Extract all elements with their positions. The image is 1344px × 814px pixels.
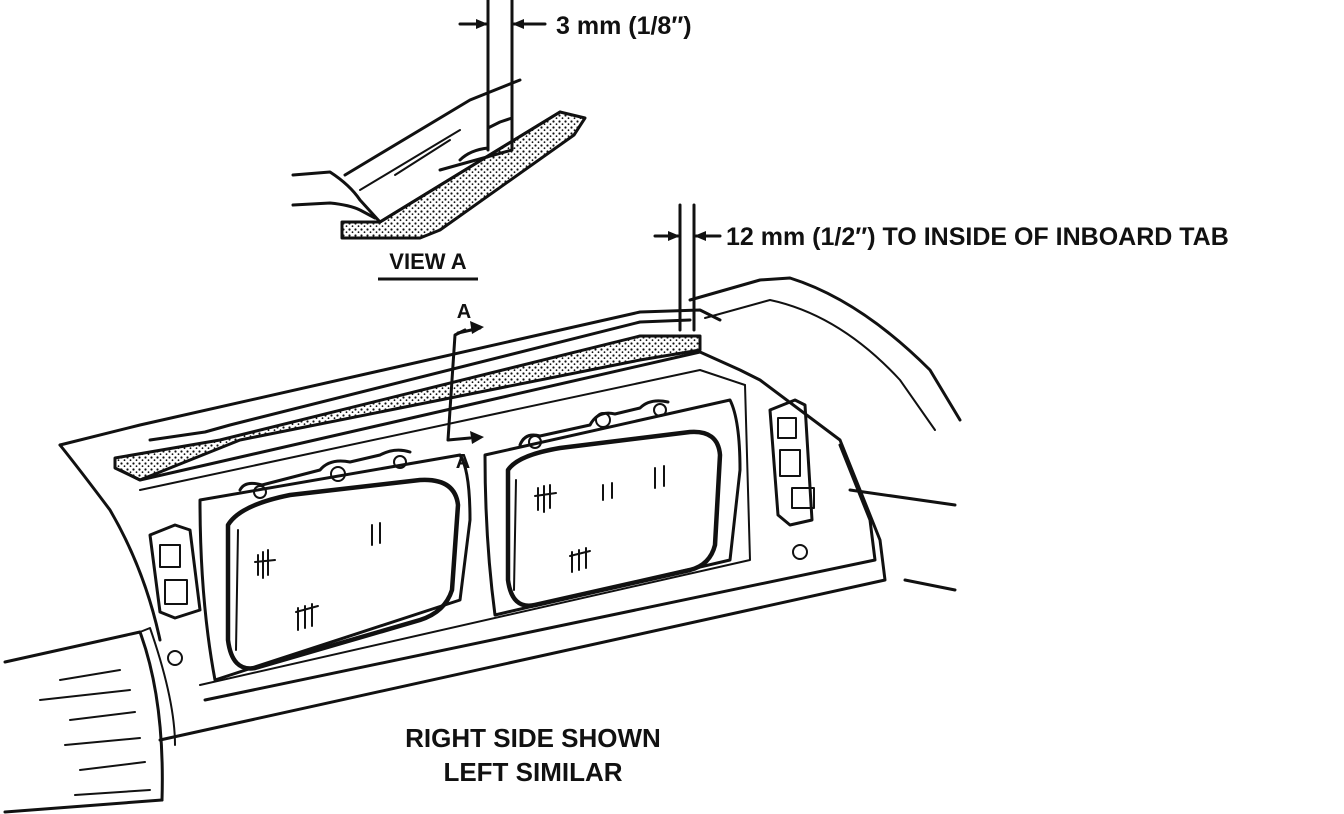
inboard-tab-detail bbox=[458, 116, 514, 162]
right-lens-reflection bbox=[513, 479, 517, 591]
left-connector-pin-2 bbox=[164, 579, 188, 605]
dim-label-small: 3 mm (1/8″) bbox=[556, 12, 692, 40]
dim-arrowhead-12mm-left bbox=[668, 231, 680, 241]
right-lamp-mount-tabs bbox=[518, 399, 670, 447]
tab-outline bbox=[438, 116, 514, 172]
right-tab-hole-1 bbox=[528, 435, 542, 449]
right-connector-pin-1 bbox=[777, 417, 797, 439]
left-adjuster-screw bbox=[330, 466, 346, 482]
section-arrowhead-bottom bbox=[470, 431, 484, 444]
right-connector-pin-2 bbox=[779, 449, 801, 477]
panel-shade-1 bbox=[359, 129, 461, 191]
left-connector-pin-1 bbox=[159, 544, 181, 568]
left-mount-bolt bbox=[167, 650, 183, 666]
headlamp-assembly: A A bbox=[3, 276, 962, 814]
right-mount-bolt bbox=[792, 544, 808, 560]
fender-lower-line bbox=[903, 578, 957, 592]
bumper-edge bbox=[139, 627, 176, 746]
dim-label-large: 12 mm (1/2″) TO INSIDE OF INBOARD TAB bbox=[726, 223, 1229, 251]
housing-inner-right-bottom bbox=[199, 384, 751, 686]
seal-strip bbox=[113, 334, 702, 482]
dim-arrowhead-12mm-right bbox=[694, 231, 706, 241]
panel-shade-2 bbox=[394, 139, 451, 176]
panel-top-line bbox=[343, 78, 522, 177]
left-tab-hole-2 bbox=[393, 455, 407, 469]
section-label-bottom: A bbox=[456, 451, 470, 473]
left-connector bbox=[148, 523, 202, 620]
dim-arrowhead-right bbox=[512, 19, 524, 29]
housing-inner-top bbox=[139, 369, 746, 491]
left-lamp-mount-tabs bbox=[238, 448, 412, 492]
header-panel-top-edge bbox=[58, 308, 722, 447]
bumper-bottom bbox=[3, 798, 164, 814]
fender-line bbox=[848, 488, 957, 507]
left-lens-marks bbox=[254, 522, 381, 631]
left-lamp-lens bbox=[225, 477, 461, 671]
right-lens-marks bbox=[534, 465, 665, 573]
left-tab-hole-1 bbox=[253, 485, 267, 499]
left-lamp-bezel bbox=[198, 453, 472, 682]
section-cut-a-a: A A bbox=[446, 301, 484, 473]
fender-inner bbox=[704, 299, 936, 431]
housing-lower-flange bbox=[203, 443, 877, 702]
section-label-top: A bbox=[457, 301, 471, 323]
view-a-detail: VIEW A 3 mm (1/8″) bbox=[291, 0, 692, 281]
panel-flange-upper bbox=[291, 170, 382, 224]
section-arrowhead-top bbox=[470, 321, 484, 334]
seal-top-edge bbox=[378, 110, 562, 224]
panel-flange-lower bbox=[291, 201, 377, 220]
fender-outer bbox=[688, 276, 962, 422]
caption-line-1: RIGHT SIDE SHOWN bbox=[405, 723, 661, 753]
seal-upper-lip bbox=[148, 318, 692, 442]
right-connector-pin-3 bbox=[791, 487, 815, 509]
right-lamp-bezel bbox=[483, 398, 742, 617]
right-adjuster-screw bbox=[595, 412, 611, 428]
right-tab-hole-2 bbox=[653, 403, 667, 417]
left-lens-reflection bbox=[235, 529, 239, 651]
dim-arrowhead-left bbox=[476, 19, 488, 29]
housing-outline bbox=[118, 350, 887, 742]
bumper-shading bbox=[39, 669, 151, 796]
view-a-label: VIEW A bbox=[389, 249, 467, 274]
caption-line-2: LEFT SIMILAR bbox=[443, 757, 622, 787]
right-lamp-lens bbox=[505, 429, 723, 608]
inboard-tab-dimension: 12 mm (1/2″) TO INSIDE OF INBOARD TAB bbox=[653, 203, 1229, 332]
right-connector bbox=[768, 398, 814, 527]
bumper-outline bbox=[3, 630, 164, 802]
header-panel-left-curve bbox=[58, 443, 162, 642]
